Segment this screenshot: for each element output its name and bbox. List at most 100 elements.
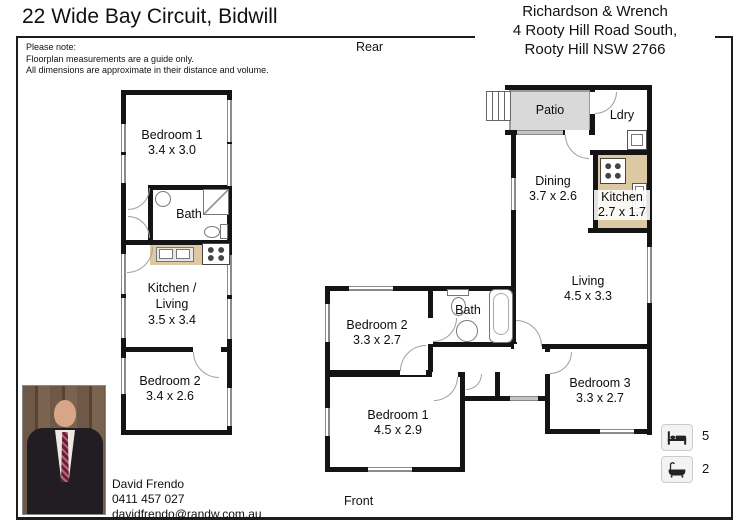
room-dims: 3.3 x 2.7 bbox=[353, 333, 401, 347]
wall bbox=[511, 130, 516, 349]
steps-icon bbox=[486, 91, 511, 121]
agent-photo bbox=[22, 385, 106, 515]
room-dims: 3.4 x 2.6 bbox=[146, 389, 194, 403]
toilet-icon bbox=[204, 226, 220, 238]
front-label: Front bbox=[344, 494, 374, 508]
room-dims: 3.3 x 2.7 bbox=[576, 391, 624, 405]
plan-border-frame bbox=[16, 36, 733, 520]
agent-name: David Frendo bbox=[112, 477, 185, 491]
room-name: Living bbox=[155, 297, 189, 311]
flat-bath-label: Bath bbox=[161, 207, 217, 222]
rear-label: Rear bbox=[356, 40, 384, 54]
wall bbox=[511, 344, 652, 349]
bath-count: 2 bbox=[702, 461, 710, 476]
house-bedroom1-label: Bedroom 1 4.5 x 2.9 bbox=[340, 408, 456, 438]
bathtub-inner-icon bbox=[493, 293, 509, 335]
bedroom3-label: Bedroom 3 3.3 x 2.7 bbox=[548, 376, 652, 406]
room-name: Kitchen / bbox=[147, 281, 197, 295]
wall bbox=[460, 396, 500, 401]
front-door-threshold bbox=[510, 396, 538, 401]
room-name: Bedroom 1 bbox=[367, 408, 429, 422]
toilet-icon bbox=[451, 297, 466, 316]
door-opening bbox=[565, 130, 589, 135]
house-bedroom2-label: Bedroom 2 3.3 x 2.7 bbox=[327, 318, 427, 348]
bed-count-box bbox=[661, 424, 693, 451]
disclaimer-note: Please note: Floorplan measurements are … bbox=[26, 42, 269, 77]
wall bbox=[121, 240, 232, 245]
window bbox=[121, 254, 126, 294]
flat-kitchen-living-label: Kitchen / Living 3.5 x 3.4 bbox=[117, 280, 227, 328]
laundry-label: Ldry bbox=[594, 108, 650, 123]
door-opening bbox=[428, 318, 433, 344]
room-name: Patio bbox=[535, 103, 565, 117]
window bbox=[121, 298, 126, 338]
room-name: Bedroom 1 bbox=[141, 128, 203, 142]
agent-photo-head bbox=[54, 400, 76, 427]
window bbox=[349, 286, 393, 291]
window bbox=[647, 247, 652, 303]
flat-bedroom1-label: Bedroom 1 3.4 x 3.0 bbox=[117, 128, 227, 158]
stove-icon bbox=[202, 243, 230, 265]
page-title: 22 Wide Bay Circuit, Bidwill bbox=[22, 5, 278, 28]
room-dims: 3.5 x 3.4 bbox=[148, 313, 196, 327]
window bbox=[368, 467, 412, 472]
agency-suburb: Rooty Hill NSW 2766 bbox=[524, 41, 666, 58]
note-line-2: Floorplan measurements are a guide only. bbox=[26, 53, 194, 64]
bed-icon bbox=[667, 430, 687, 445]
agent-email: davidfrendo@randw.com.au bbox=[112, 507, 262, 521]
wall bbox=[428, 342, 517, 347]
wall bbox=[590, 150, 652, 155]
room-dims: 2.7 x 1.7 bbox=[598, 205, 646, 219]
window bbox=[227, 255, 232, 295]
window bbox=[121, 124, 126, 152]
sink-bowl-icon bbox=[176, 249, 190, 259]
flat-bedroom2-label: Bedroom 2 3.4 x 2.6 bbox=[115, 374, 225, 404]
window bbox=[227, 144, 232, 186]
wall bbox=[148, 185, 232, 190]
note-line-1: Please note: bbox=[26, 42, 77, 52]
bath-count-box bbox=[661, 456, 693, 483]
room-name: Bath bbox=[176, 207, 202, 221]
room-dims: 4.5 x 3.3 bbox=[564, 289, 612, 303]
window bbox=[511, 178, 516, 210]
wall bbox=[495, 372, 500, 401]
room-name: Bedroom 2 bbox=[346, 318, 408, 332]
door-opening bbox=[514, 344, 542, 349]
window bbox=[227, 388, 232, 426]
window bbox=[121, 358, 126, 394]
house-bath-label: Bath bbox=[440, 303, 496, 318]
wall bbox=[588, 228, 652, 233]
window bbox=[227, 100, 232, 142]
laundry-tub-bowl-icon bbox=[631, 134, 643, 146]
toilet-tank-icon bbox=[220, 224, 228, 239]
room-name: Bedroom 2 bbox=[139, 374, 201, 388]
wall bbox=[121, 347, 232, 352]
room-dims: 3.4 x 3.0 bbox=[148, 143, 196, 157]
room-name: Ldry bbox=[609, 108, 635, 122]
bed-count: 5 bbox=[702, 428, 710, 443]
dining-label: Dining 3.7 x 2.6 bbox=[513, 174, 593, 204]
door-opening bbox=[400, 370, 426, 375]
agency-address-block: Richardson & Wrench 4 Rooty Hill Road So… bbox=[475, 2, 715, 59]
wall bbox=[545, 344, 550, 434]
sink-bowl-icon bbox=[159, 249, 173, 259]
room-dims: 4.5 x 2.9 bbox=[374, 423, 422, 437]
bath-icon bbox=[668, 462, 686, 478]
room-dims: 3.7 x 2.6 bbox=[529, 189, 577, 203]
door-opening bbox=[545, 352, 550, 374]
wall bbox=[121, 430, 232, 435]
door-opening bbox=[193, 347, 221, 352]
patio-label: Patio bbox=[510, 103, 590, 118]
wall bbox=[460, 372, 465, 472]
basin-icon bbox=[456, 320, 478, 342]
agency-name: Richardson & Wrench bbox=[522, 3, 668, 20]
agent-phone: 0411 457 027 bbox=[112, 492, 185, 506]
agent-contact-block: David Frendo 0411 457 027 davidfrendo@ra… bbox=[112, 477, 262, 522]
window bbox=[121, 155, 126, 183]
wall bbox=[121, 90, 232, 95]
wall bbox=[325, 372, 465, 377]
window bbox=[325, 408, 330, 436]
window bbox=[600, 429, 634, 434]
window bbox=[227, 299, 232, 339]
